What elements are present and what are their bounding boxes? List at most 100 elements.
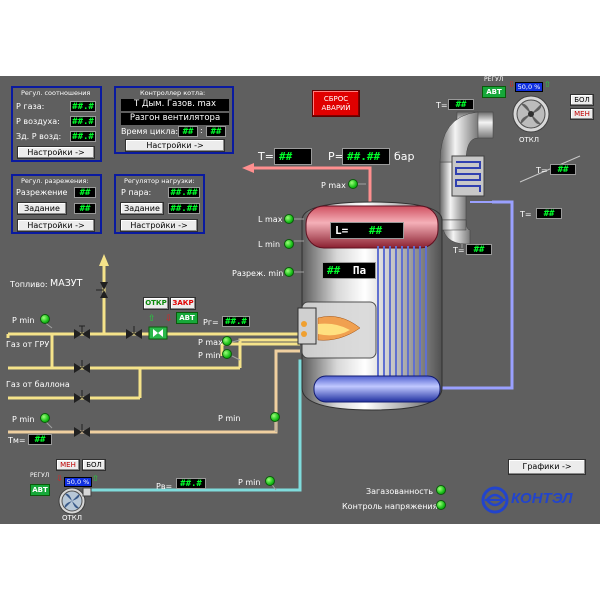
water-drum (313, 375, 441, 403)
boiler-controller-panel: Контроллер котла: Т Дым. Газов. max Разг… (114, 86, 234, 154)
smoke-fan-percent: 50,0 % (515, 82, 543, 92)
t-label-2: Т= (536, 166, 548, 175)
process-diagram (6, 111, 581, 492)
gas-gru-label: Газ от ГРУ (6, 340, 50, 349)
p-max-label: Р max (321, 181, 346, 190)
smoke-fan-off-label: ОТКЛ (519, 136, 540, 144)
valve-close-button[interactable]: ЗАКР (170, 297, 196, 310)
gas-pressure-after-valve-display: ##.# (222, 316, 250, 327)
air-pressure-display: ##.# (176, 478, 206, 489)
vacuum-display: ## (74, 187, 96, 198)
steam-pressure-display-main: ##.## (342, 148, 390, 165)
boiler-settings-button[interactable]: Настройки -> (125, 139, 225, 152)
smoke-fan-down-arrow-icon[interactable]: ⇩ (508, 80, 515, 89)
cycle-time-seconds: ## (206, 126, 226, 137)
steam-pressure-label-main: Р= (328, 150, 344, 163)
fuel-type: МАЗУТ (50, 278, 83, 289)
status-line-1: Т Дым. Газов. max (121, 99, 229, 111)
air-fan-decrease-button[interactable]: МЕН (56, 459, 80, 471)
graphs-button[interactable]: Графики -> (508, 459, 586, 475)
valve-open-button[interactable]: ОТКР (143, 297, 169, 310)
p-min-label-3: Р min (12, 415, 35, 424)
steam-pressure-display: ##.## (168, 187, 200, 198)
smoke-fan-increase-button[interactable]: БОЛ (570, 94, 594, 106)
panel-title: Регулятор нагрузки: (124, 177, 195, 185)
smoke-fan-decrease-button[interactable]: МЕН (570, 108, 594, 120)
smoke-fan-auto-badge[interactable]: АВТ (482, 86, 506, 98)
vacuum-setpoint-button[interactable]: Задание (17, 202, 67, 215)
l-max-indicator (284, 214, 294, 224)
air-setpoint-display[interactable]: ##.# (70, 131, 96, 142)
air-fan-percent: 50,0 % (64, 477, 92, 487)
voltage-control-indicator (436, 500, 446, 510)
status-line-2: Разгон вентилятора (121, 113, 229, 125)
p-min-label-2: Р min (198, 351, 221, 360)
smoke-fan-up-arrow-icon[interactable]: ⇧ (544, 80, 551, 89)
furnace-vacuum-display: ## Па (322, 262, 376, 279)
fuel-oil-p-min-indicator-1 (40, 413, 50, 423)
panel-title: Контроллер котла: (140, 89, 206, 97)
air-fan-auto-badge[interactable]: АВТ (30, 484, 50, 496)
l-min-indicator (284, 239, 294, 249)
level-value: ## (368, 224, 383, 237)
feedwater-pipe (440, 200, 514, 390)
gas-p-min-indicator-2 (222, 349, 232, 359)
furnace-vacuum-value: ## (327, 264, 341, 277)
gas-p-min-indicator-1 (40, 314, 50, 324)
panel-title: Регул. соотношения (21, 89, 91, 97)
gas-pressure-label: Р газа: (16, 102, 45, 111)
ratio-settings-button[interactable]: Настройки -> (17, 146, 95, 159)
air-p-min-label: Р min (238, 478, 261, 487)
air-fan-icon[interactable] (56, 486, 92, 516)
furnace-vacuum-unit: Па (352, 264, 367, 277)
flue-temp-display-2: ## (550, 164, 576, 175)
gas-contamination-label: Загазованность (366, 487, 434, 496)
l-min-label: L min (258, 240, 281, 249)
arrow-up-icon[interactable]: ⇧ (148, 314, 156, 324)
fuel-label: Топливо: (10, 280, 48, 289)
vacuum-settings-button[interactable]: Настройки -> (17, 219, 95, 232)
air-fan-up-arrow-icon[interactable]: ⇧ (92, 474, 99, 483)
burner (297, 307, 317, 345)
kontel-logo: КОНТЭЛ (481, 486, 593, 514)
gas-bottle-label: Газ от баллона (6, 380, 70, 389)
air-fan-increase-button[interactable]: БОЛ (82, 459, 106, 471)
cycle-time-label: Время цикла: (121, 127, 179, 136)
vacuum-label: Разрежение (16, 188, 68, 197)
air-fan-down-arrow-icon[interactable]: ⇩ (56, 474, 63, 483)
steam-temperature-label: Т= (258, 150, 274, 163)
p-max-indicator (348, 179, 358, 189)
flue-temp-display-1: ## (448, 99, 474, 110)
kontel-logo-text: КОНТЭЛ (511, 490, 573, 507)
cycle-time-minutes: ## (178, 126, 198, 137)
gas-valve-auto-badge[interactable]: АВТ (176, 312, 198, 324)
pg-label: Рг= (203, 318, 219, 327)
reset-alarms-button[interactable]: СБРОС АВАРИЙ (312, 90, 360, 117)
panel-title: Регул. разрежения: (21, 177, 89, 185)
vacuum-min-indicator (284, 267, 294, 277)
vacuum-min-label: Разреж. min (232, 269, 284, 278)
load-settings-button[interactable]: Настройки -> (120, 219, 198, 232)
vacuum-regulator-panel: Регул. разрежения: Разрежение ## Задание… (11, 174, 102, 234)
arrow-down-icon[interactable]: ⇩ (165, 314, 173, 324)
gas-pressure-display: ##.# (70, 101, 96, 112)
load-setpoint-button[interactable]: Задание (120, 202, 164, 215)
p-min-label-1: Р min (12, 316, 35, 325)
pressure-unit: бар (394, 150, 415, 163)
reset-alarms-label: СБРОС АВАРИЙ (321, 95, 351, 112)
t-label-3: Т= (520, 210, 532, 219)
smoke-fan-icon[interactable] (511, 94, 551, 134)
flue-temp-display-4: ## (466, 244, 492, 255)
gas-p-max-indicator (222, 336, 232, 346)
tm-label: Тм= (8, 436, 26, 445)
tube-bundle (377, 246, 427, 380)
p-min-label-4: Р min (218, 414, 241, 423)
voltage-control-label: Контроль напряжения (342, 502, 438, 511)
ratio-regulator-panel: Регул. соотношения Р газа: ##.# Р воздух… (11, 86, 102, 162)
load-regulator-panel: Регулятор нагрузки: Р пара: ##.## Задани… (114, 174, 205, 234)
pv-label: Рв= (156, 482, 173, 491)
air-fan-off-label: ОТКЛ (62, 514, 83, 522)
gas-contamination-indicator (436, 485, 446, 495)
kontel-logo-icon (481, 486, 509, 514)
valves (74, 282, 142, 437)
